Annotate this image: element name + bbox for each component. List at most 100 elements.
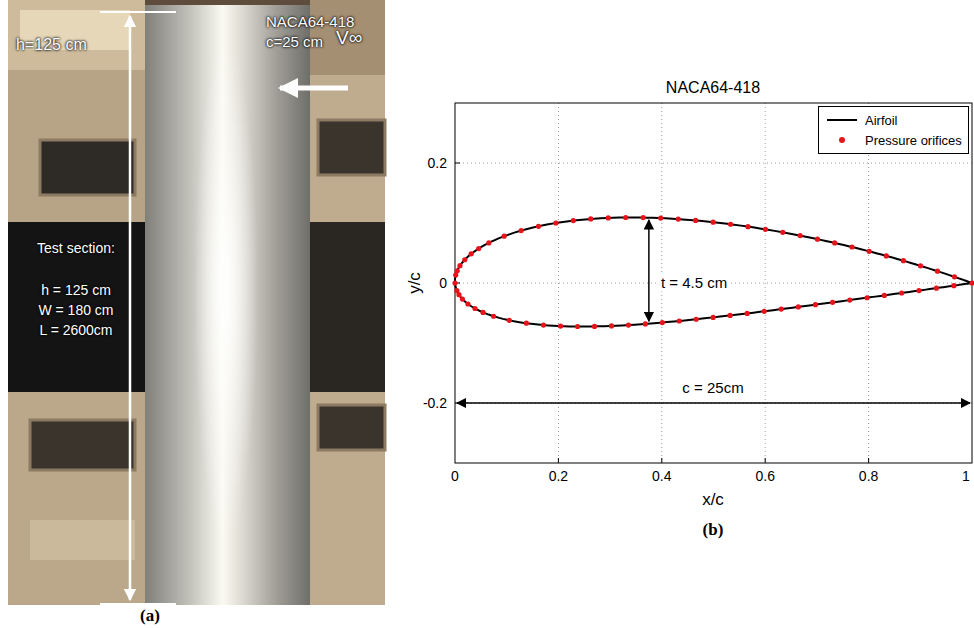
pressure-orifice <box>658 216 663 221</box>
dimension-cap <box>100 603 176 605</box>
pressure-orifice <box>626 322 631 327</box>
pressure-orifice <box>452 280 457 285</box>
pressure-orifice <box>916 288 921 293</box>
pressure-orifice <box>623 215 628 220</box>
pressure-orifice <box>592 324 597 329</box>
pressure-orifice <box>541 322 546 327</box>
pressure-orifice <box>536 224 541 229</box>
pressure-orifice <box>460 296 465 301</box>
section-dimension: L = 2600cm <box>39 322 112 338</box>
pressure-orifice <box>711 220 716 225</box>
tick-label: 0.4 <box>652 468 671 484</box>
tick-label: 0.6 <box>755 468 774 484</box>
pressure-orifice <box>796 304 801 309</box>
tick-label: 0 <box>439 275 447 291</box>
legend: AirfoilPressure orifices <box>818 106 969 154</box>
pressure-orifice <box>969 280 974 285</box>
flow-arrow <box>280 86 348 91</box>
line-swatch <box>825 113 859 127</box>
pressure-orifice <box>918 263 923 268</box>
pressure-orifice <box>676 216 681 221</box>
pressure-orifice <box>813 302 818 307</box>
pressure-orifice <box>798 233 803 238</box>
pressure-orifice <box>575 324 580 329</box>
pressure-orifice <box>465 301 470 306</box>
pressure-orifice <box>763 227 768 232</box>
pressure-orifice <box>745 224 750 229</box>
pressure-orifice <box>456 292 461 297</box>
grid <box>455 103 972 463</box>
plot-frame <box>455 103 972 463</box>
pressure-orifice <box>830 300 835 305</box>
pressure-orifice <box>588 216 593 221</box>
pressure-orifice <box>606 215 611 220</box>
pressure-orifice <box>864 295 869 300</box>
pressure-orifice <box>952 274 957 279</box>
pressure-orifice <box>609 323 614 328</box>
height-arrow <box>129 16 132 600</box>
pressure-orifice <box>745 311 750 316</box>
airfoil-plot <box>452 103 974 463</box>
pressure-orifice <box>815 237 820 242</box>
tick-label: 1 <box>962 468 970 484</box>
pressure-orifice <box>641 215 646 220</box>
chord-label: c = 25cm <box>680 379 745 396</box>
pressure-orifice <box>457 263 462 268</box>
pressure-orifice <box>558 324 563 329</box>
pressure-orifice <box>935 269 940 274</box>
pressure-orifice <box>728 313 733 318</box>
pressure-orifice <box>780 230 785 235</box>
pressure-orifice <box>899 290 904 295</box>
pressure-orifice <box>884 253 889 258</box>
pressure-orifice <box>849 244 854 249</box>
legend-entry: Airfoil <box>825 110 962 130</box>
thickness-arrow <box>648 220 650 321</box>
legend-text: Pressure orifices <box>865 133 962 148</box>
axis-title: y/c <box>405 272 425 294</box>
plot-title: NACA64-418 <box>666 79 760 97</box>
pressure-orifice <box>519 228 524 233</box>
thickness-label: t = 4.5 cm <box>659 274 729 291</box>
pressure-orifice <box>867 249 872 254</box>
pressure-orifice <box>832 240 837 245</box>
pressure-orifice <box>472 306 477 311</box>
dot-swatch <box>825 133 859 147</box>
tick-label: -0.2 <box>423 395 447 411</box>
airfoil-model <box>145 5 310 605</box>
pressure-orifice <box>480 310 485 315</box>
section-dimension: W = 180 cm <box>38 302 113 318</box>
axis-title: x/c <box>702 490 724 510</box>
pressure-orifice <box>951 283 956 288</box>
section-heading: Test section: <box>37 240 115 256</box>
panel-letter: (b) <box>703 520 724 540</box>
section-dimension: h = 125 cm <box>41 282 111 298</box>
dimension-cap <box>100 11 176 13</box>
pressure-orifice <box>677 318 682 323</box>
panel-letter: (a) <box>140 606 160 626</box>
pressure-orifice <box>934 286 939 291</box>
pressure-orifice <box>711 315 716 320</box>
dimension-label: h=125 cm <box>16 36 87 54</box>
pressure-orifice <box>660 320 665 325</box>
pressure-orifice <box>847 297 852 302</box>
ticks <box>455 163 869 463</box>
pressure-orifice <box>455 268 460 273</box>
pressure-orifice <box>882 293 887 298</box>
pressure-orifice <box>553 220 558 225</box>
pressure-orifice <box>524 321 529 326</box>
pressure-orifice <box>694 317 699 322</box>
tick-label: 0 <box>451 468 459 484</box>
pressure-orifice <box>728 222 733 227</box>
pressure-orifice <box>476 246 481 251</box>
pressure-orifice <box>502 234 507 239</box>
pressure-orifice <box>486 240 491 245</box>
airfoil-outline <box>452 215 974 329</box>
tick-label: 0.2 <box>428 155 447 171</box>
pressure-orifice <box>693 218 698 223</box>
pressure-orifice <box>779 307 784 312</box>
freestream-label: V∞ <box>336 27 362 49</box>
chord-label: c=25 cm <box>266 33 323 50</box>
wind-tunnel-photo <box>8 0 385 605</box>
